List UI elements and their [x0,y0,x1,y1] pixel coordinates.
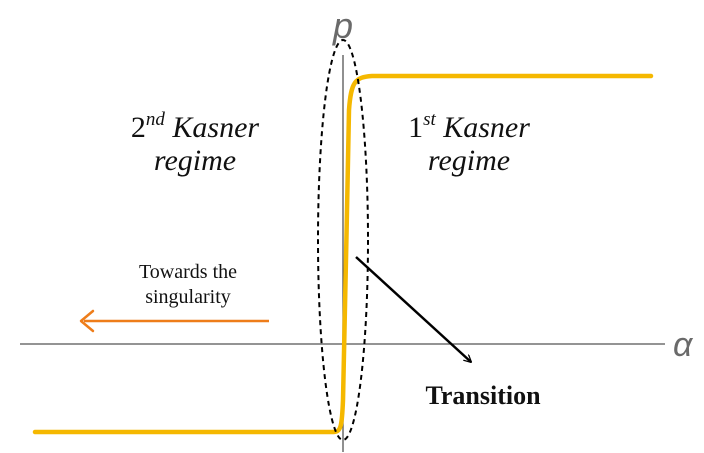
transition-pointer-arrow [355,256,471,362]
towards-singularity-line1: Towards the [139,261,237,283]
first-kasner-regime-line2: regime [428,144,510,177]
second-kasner-regime-label: 2nd Kasner [131,109,260,144]
first-regime-suffix: st [423,109,436,130]
towards-singularity-line2: singularity [145,286,231,308]
second-kasner-regime-line2: regime [154,144,236,177]
y-axis-label: p [332,5,353,46]
second-regime-ordinal: 2 [131,111,146,144]
first-kasner-regime-label: 1st Kasner [408,109,530,144]
transition-label: Transition [425,381,541,410]
first-regime-word: Kasner [442,111,530,144]
transition-region-ellipse [317,39,369,441]
momentum-curve [32,73,654,435]
second-regime-word: Kasner [171,111,259,144]
x-axis-label: α [673,326,694,364]
second-regime-suffix: nd [146,109,166,130]
first-regime-ordinal: 1 [408,111,423,144]
towards-singularity-arrowhead [79,309,95,333]
